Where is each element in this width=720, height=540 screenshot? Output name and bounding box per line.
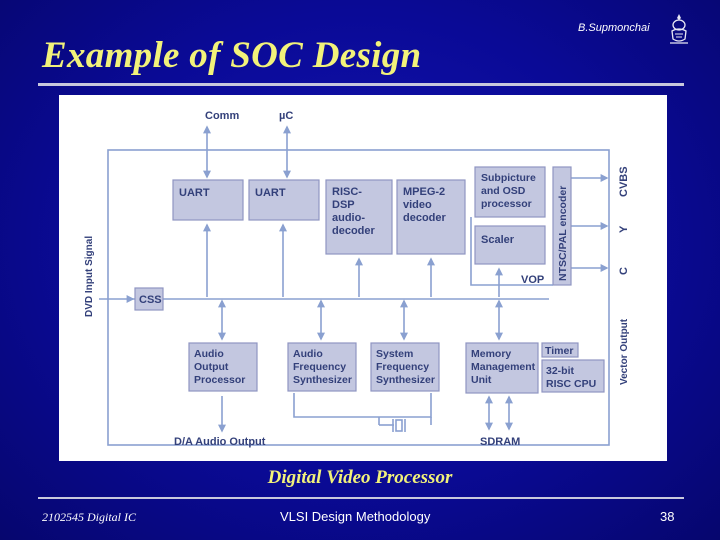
svg-text:Timer: Timer: [545, 345, 573, 357]
svg-text:RISC-: RISC-: [332, 186, 362, 198]
svg-text:Unit: Unit: [471, 374, 492, 386]
svg-text:decoder: decoder: [332, 225, 376, 237]
diagram-caption: Digital Video Processor: [267, 467, 453, 488]
slide-title: Example of SOC Design: [42, 35, 422, 76]
scaler-block: Scaler: [474, 225, 546, 265]
cvbs-label: CVBS: [618, 166, 630, 197]
page-number: 38: [660, 509, 675, 524]
clock-link: [293, 393, 432, 418]
svg-text:Subpicture: Subpicture: [481, 172, 536, 184]
footer-divider: [38, 497, 684, 499]
svg-text:video: video: [403, 199, 432, 211]
css-block: CSS: [134, 287, 164, 311]
svg-text:processor: processor: [481, 198, 532, 210]
uart-block-2: UART: [248, 179, 320, 221]
vector-output-label: Vector Output: [619, 318, 630, 385]
crystal-icon: [395, 419, 403, 432]
audio-output-processor-block: Audio Output Processor: [188, 342, 258, 392]
svg-text:Output: Output: [194, 361, 229, 373]
subpicture-osd-block: Subpicture and OSD processor: [474, 166, 546, 218]
chip-boundary: [107, 149, 610, 446]
svg-text:Memory: Memory: [471, 348, 511, 360]
title-divider: [38, 83, 684, 86]
risc-dsp-audio-decoder-block: RISC- DSP audio- decoder: [325, 179, 393, 255]
sdram-label: SDRAM: [480, 436, 520, 448]
system-frequency-synthesizer-block: System Frequency Synthesizer: [370, 342, 440, 392]
course-code: 2102545 Digital IC: [42, 510, 137, 524]
uart-block-1: UART: [172, 179, 244, 221]
svg-text:Processor: Processor: [194, 374, 245, 386]
da-audio-output-label: D/A Audio Output: [174, 436, 266, 448]
dvd-input-label: DVD Input Signal: [84, 236, 95, 317]
svg-text:UART: UART: [255, 187, 286, 199]
author-name: B.Supmonchai: [578, 22, 650, 34]
svg-text:and OSD: and OSD: [481, 185, 526, 197]
svg-text:Scaler: Scaler: [481, 234, 515, 246]
svg-text:audio-: audio-: [332, 212, 365, 224]
svg-text:NTSC/PAL encoder: NTSC/PAL encoder: [557, 186, 569, 281]
ntsc-pal-encoder-block: NTSC/PAL encoder: [552, 166, 572, 286]
course-title: VLSI Design Methodology: [280, 509, 431, 524]
svg-text:decoder: decoder: [403, 212, 447, 224]
vop-label: VOP: [521, 274, 544, 286]
svg-text:32-bit: 32-bit: [546, 365, 575, 377]
university-seal-icon: [670, 14, 688, 44]
svg-text:Audio: Audio: [293, 348, 323, 360]
svg-text:RISC CPU: RISC CPU: [546, 378, 596, 390]
svg-text:CSS: CSS: [139, 294, 162, 306]
memory-management-unit-block: Memory Management Unit: [465, 342, 539, 394]
uc-label: µC: [279, 110, 293, 122]
vop-outline: [470, 217, 553, 286]
svg-text:Audio: Audio: [194, 348, 224, 360]
svg-text:UART: UART: [179, 187, 210, 199]
svg-text:Management: Management: [471, 361, 536, 373]
svg-text:System: System: [376, 348, 413, 360]
c-label: C: [618, 267, 630, 275]
y-label: Y: [618, 225, 630, 233]
svg-text:Synthesizer: Synthesizer: [293, 374, 352, 386]
svg-text:Synthesizer: Synthesizer: [376, 374, 435, 386]
timer-block: Timer: [541, 342, 579, 358]
comm-label: Comm: [205, 110, 239, 122]
risc-cpu-block: 32-bit RISC CPU: [541, 359, 605, 393]
svg-text:MPEG-2: MPEG-2: [403, 186, 445, 198]
soc-block-diagram: Comm µC DVD Input Signal Vector Output C…: [59, 95, 667, 461]
svg-text:Frequency: Frequency: [376, 361, 429, 373]
mpeg2-video-decoder-block: MPEG-2 video decoder: [396, 179, 466, 255]
svg-text:Frequency: Frequency: [293, 361, 346, 373]
audio-frequency-synthesizer-block: Audio Frequency Synthesizer: [287, 342, 357, 392]
svg-text:DSP: DSP: [332, 199, 355, 211]
